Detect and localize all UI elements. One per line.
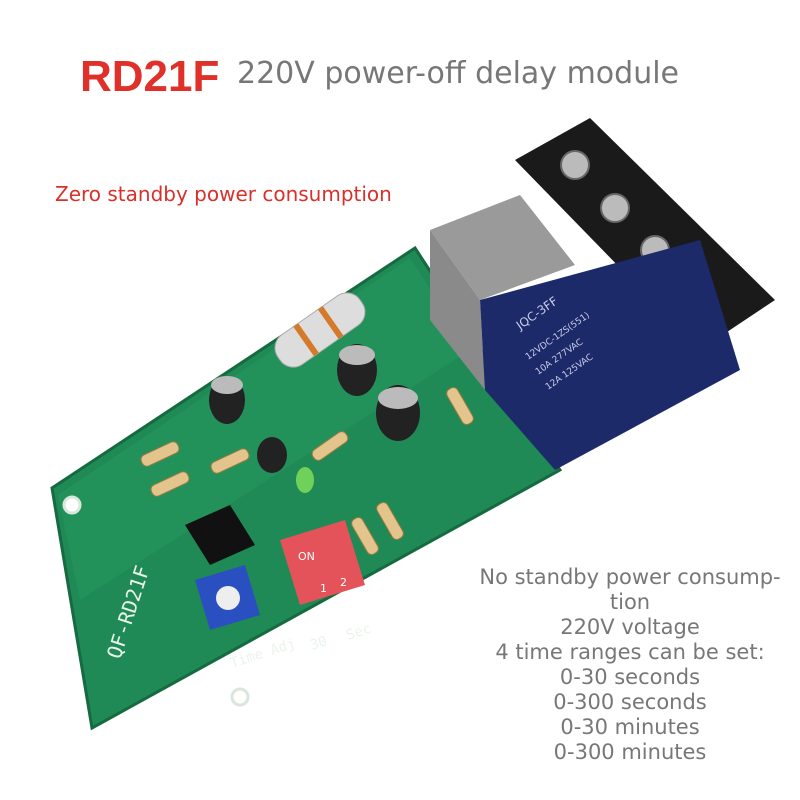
product-model-title: RD21F — [80, 52, 220, 101]
time-adjust-potentiometer — [195, 565, 260, 630]
optocoupler — [185, 505, 255, 565]
feature-line: 220V voltage — [560, 615, 700, 639]
feature-line: 0-30 minutes — [560, 715, 700, 739]
dip-on-label: ON — [298, 550, 315, 563]
feature-line: tion — [609, 590, 651, 614]
feature-list: No standby power consump- tion 220V volt… — [440, 565, 800, 765]
mounting-hole — [62, 495, 82, 515]
feature-line: 0-300 minutes — [553, 740, 707, 764]
green-led — [296, 467, 314, 493]
relay: JQC-3FF 12VDC-1ZS(551) 10A 277VAC 12A 12… — [430, 195, 740, 470]
resistor — [140, 387, 474, 555]
electrolytic-capacitor — [209, 344, 420, 441]
mounting-hole — [230, 687, 250, 707]
subtitle-zero-standby: Zero standby power consumption — [55, 182, 392, 206]
transistor — [257, 437, 287, 473]
silkscreen-range: 30 — [308, 633, 329, 653]
feature-line: 4 time ranges can be set: — [495, 640, 765, 664]
feature-line: 0-30 seconds — [559, 665, 701, 689]
feature-line: 0-300 seconds — [553, 690, 707, 714]
power-resistor — [274, 292, 366, 368]
silkscreen-sec: Sec — [344, 621, 373, 644]
dip-switch: ON 1 2 — [280, 520, 365, 605]
feature-line: No standby power consump- — [479, 565, 781, 589]
dip-2-label: 2 — [340, 576, 347, 589]
product-description-title: 220V power-off delay module — [237, 56, 680, 91]
dip-1-label: 1 — [320, 582, 327, 595]
